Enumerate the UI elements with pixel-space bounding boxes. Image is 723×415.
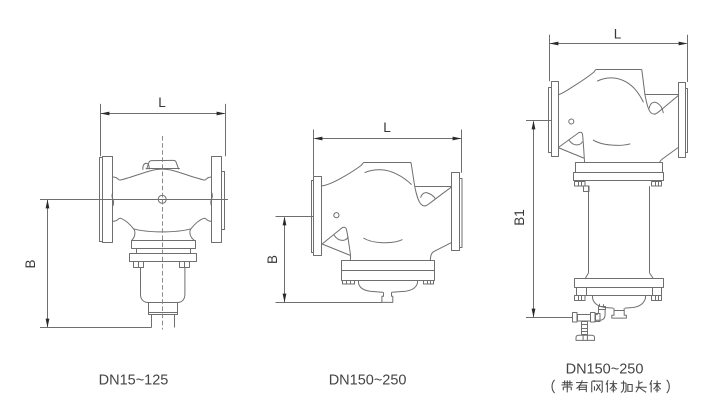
svg-text:L: L [614, 27, 622, 42]
svg-text:B1: B1 [512, 209, 527, 226]
svg-text:DN150~250: DN150~250 [566, 362, 644, 378]
svg-text:DN15~125: DN15~125 [99, 373, 169, 389]
svg-text:L: L [383, 120, 391, 135]
svg-text:B: B [265, 255, 280, 264]
svg-text:L: L [158, 95, 166, 110]
svg-text:DN150~250: DN150~250 [329, 373, 407, 389]
svg-text:B: B [23, 259, 38, 268]
